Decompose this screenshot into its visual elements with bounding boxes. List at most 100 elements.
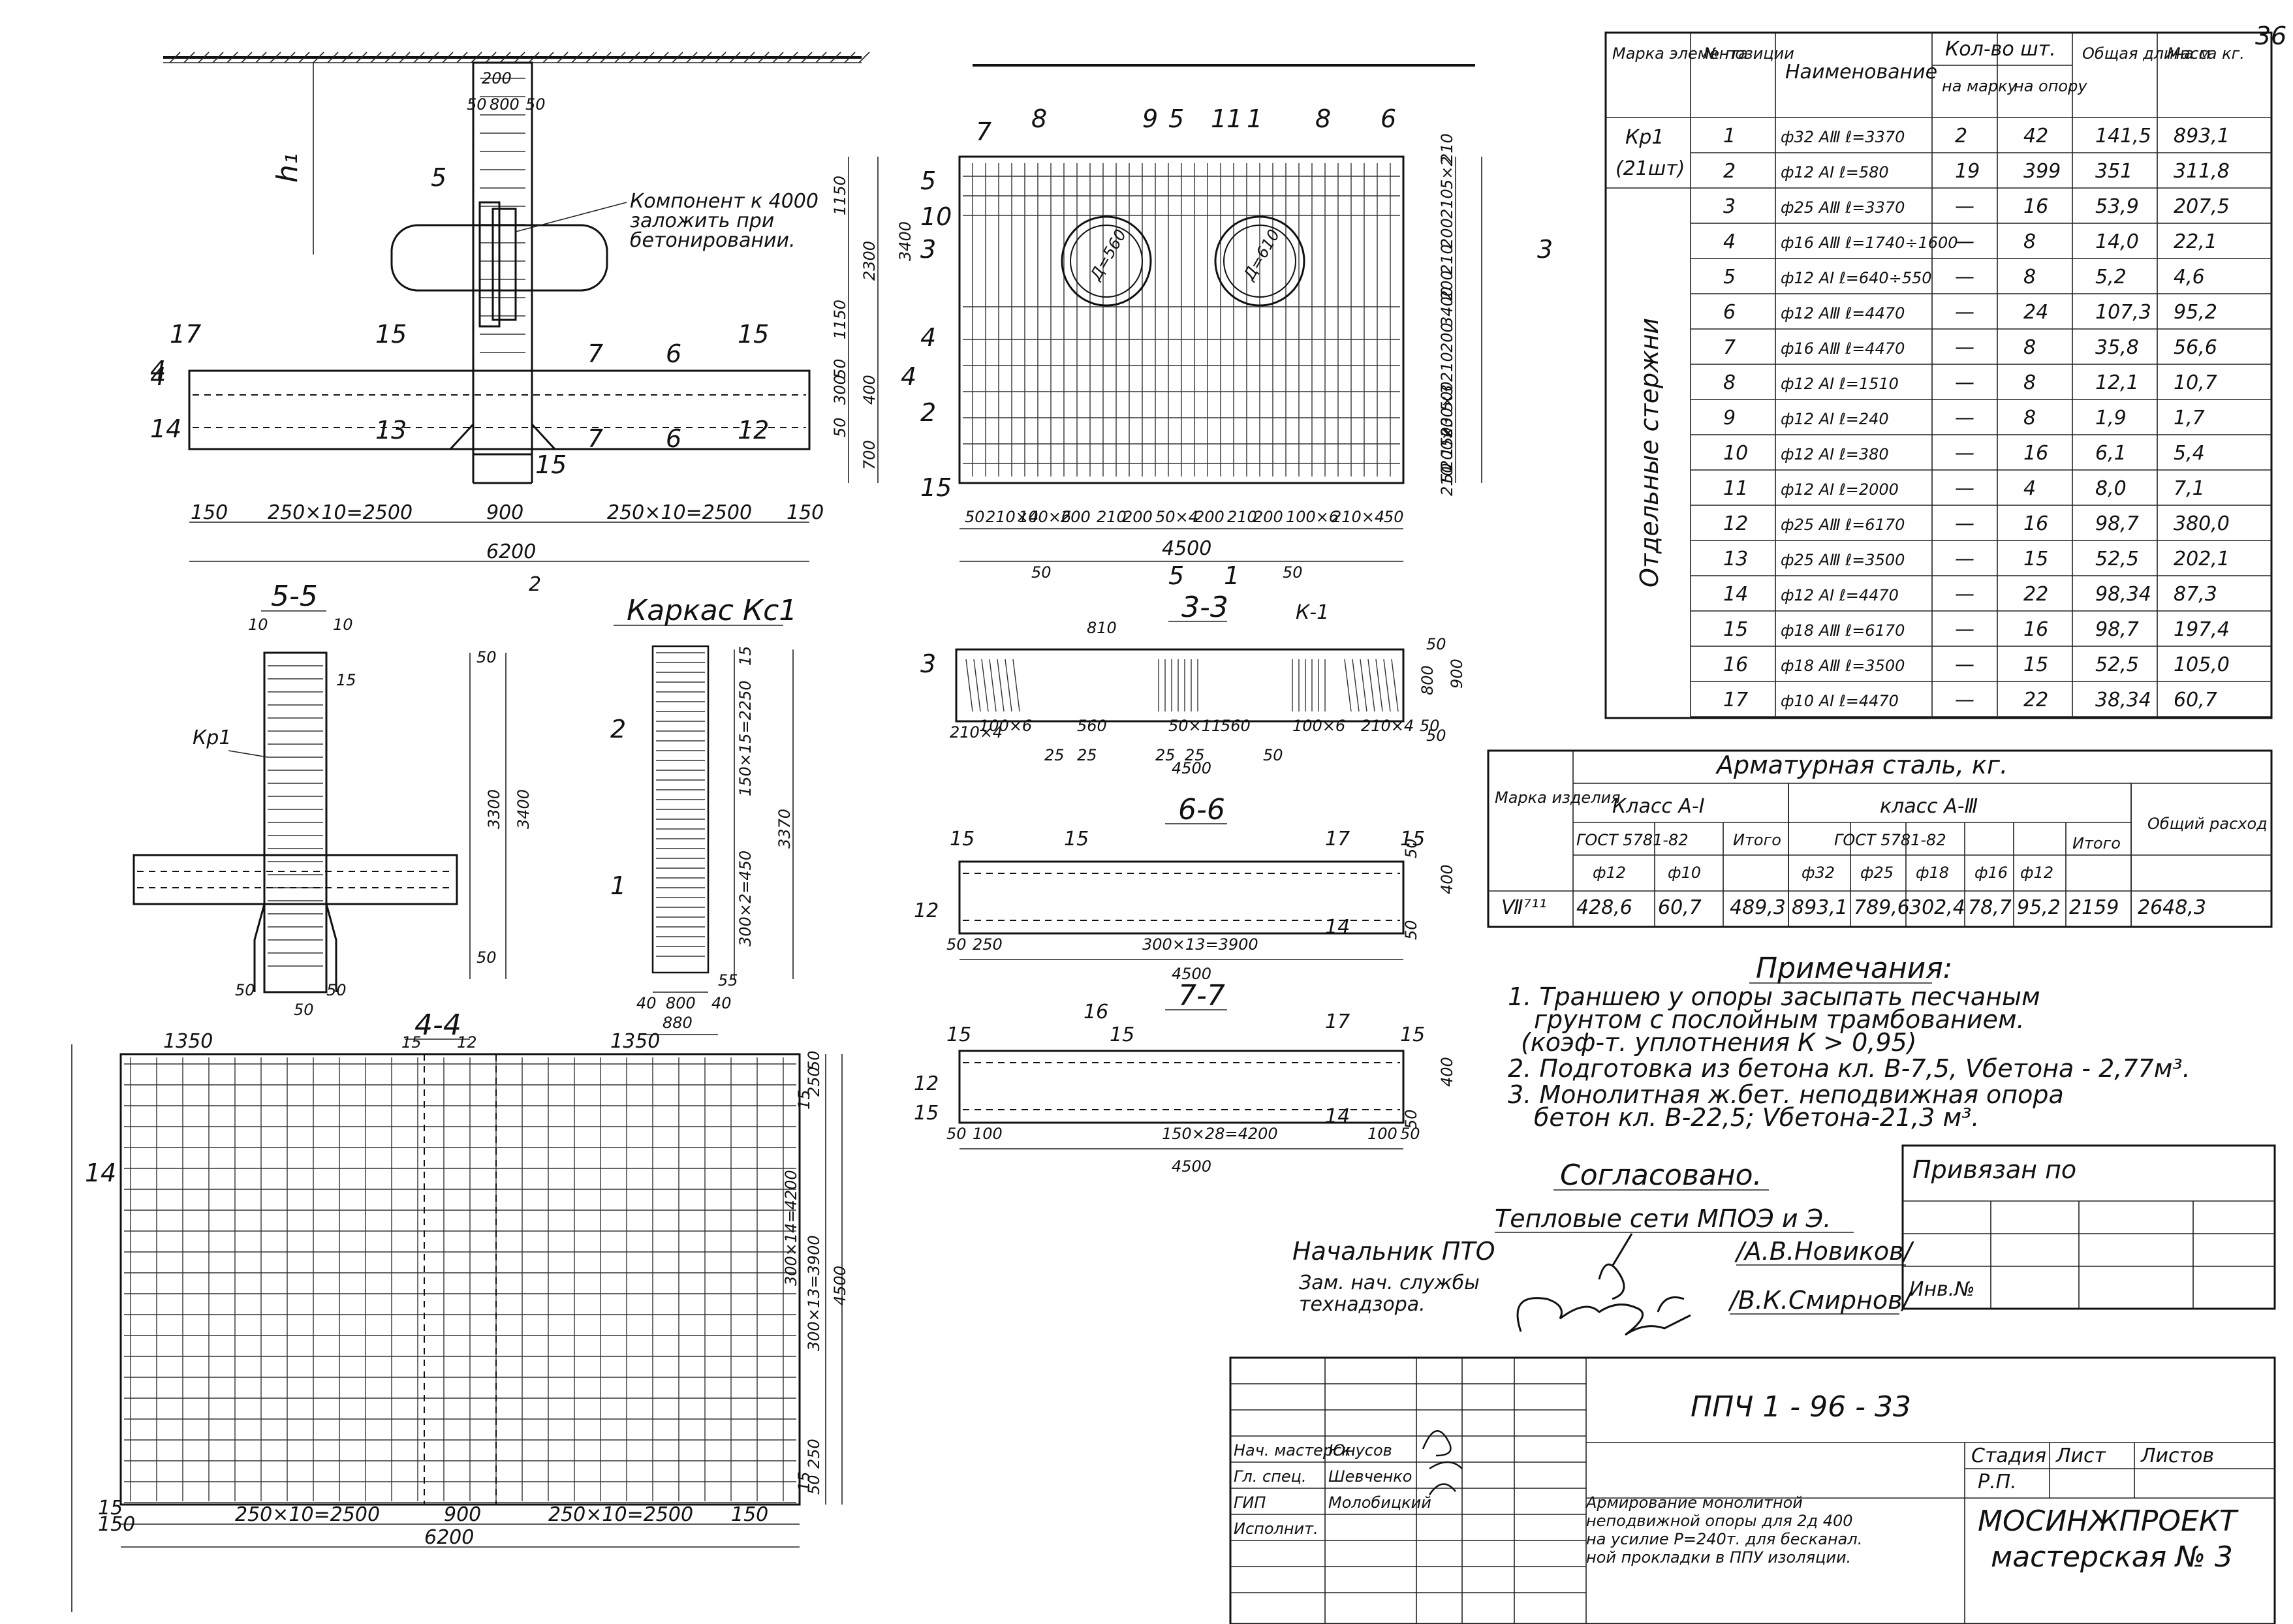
line xyxy=(298,52,310,63)
plan-total-width: 6200 xyxy=(486,540,536,563)
cell-name: ф12 АⅠ ℓ=640÷550 xyxy=(1781,269,1932,287)
dim-label: 40 xyxy=(636,994,657,1012)
dim-label: 50 xyxy=(1384,508,1404,526)
callout-label: 8 xyxy=(1031,104,1047,133)
dim-label: 150 xyxy=(731,1503,768,1526)
line xyxy=(514,52,525,63)
dim-label: 25 xyxy=(1185,746,1205,764)
dim-label: 50 xyxy=(946,1125,967,1143)
cell-name: ф25 АⅢ ℓ=6170 xyxy=(1781,516,1905,534)
slab-outline xyxy=(188,369,811,450)
cell-mass: 22,1 xyxy=(2174,230,2217,253)
dim-label: 210 xyxy=(1438,133,1456,163)
approval-name-2: /В.К.Смирнов/ xyxy=(1728,1286,1914,1315)
dim-label: 100 xyxy=(973,1125,1003,1143)
dim-label: 800 xyxy=(1418,665,1437,695)
dim-label: 300×13=3900 xyxy=(1142,935,1258,954)
line xyxy=(715,52,726,63)
cell-pos: 15 xyxy=(1723,618,1748,641)
approval-role-2b: технадзора. xyxy=(1299,1293,1426,1316)
callout-label: 15 xyxy=(946,1023,971,1046)
dim-label: 210 xyxy=(1438,189,1456,219)
dim-label: 250 xyxy=(805,1439,823,1469)
dim-label: 400 xyxy=(1438,1057,1456,1087)
dim-label: 3400 xyxy=(514,789,533,829)
callout-label: 15 xyxy=(950,828,975,851)
approval-block: Согласовано. Тепловые сети МПОЭ и Э. Нач… xyxy=(1292,1159,1915,1336)
callout-label: 2 xyxy=(920,398,936,427)
cell-pos: 11 xyxy=(1723,477,1748,500)
line xyxy=(1383,659,1391,712)
dim-label: 100×6 xyxy=(1018,508,1071,526)
steel-class-1: Класс А-Ⅰ xyxy=(1612,795,1705,818)
cell-mass: 95,2 xyxy=(2174,301,2217,324)
dim-label: 150 xyxy=(98,1513,135,1536)
dim-label: 900 xyxy=(486,501,523,524)
section-6-6-title: 6-6 xyxy=(1178,793,1225,826)
dim-label: 50 xyxy=(525,95,546,114)
steel-gost-1: ГОСТ 5781-82 xyxy=(1576,831,1689,849)
plan-section-2: 2 xyxy=(529,573,541,596)
callout-label: 6 xyxy=(666,339,681,368)
dim-label: 50 xyxy=(805,1050,823,1070)
line xyxy=(686,52,698,63)
callout-label: 12 xyxy=(457,1033,477,1052)
line xyxy=(772,52,784,63)
cell-qty-mark: — xyxy=(1955,266,1974,289)
cell-mass: 5,4 xyxy=(2174,442,2205,465)
stamp-org-2: мастерская № 3 xyxy=(1991,1540,2233,1574)
cell-qty-mark: — xyxy=(1955,689,1974,711)
cell-pos: 2 xyxy=(1723,160,1736,183)
karkas-title: Каркас Кс1 xyxy=(627,594,797,627)
dim-label: 250 xyxy=(805,1067,823,1097)
callout-label: 15 xyxy=(401,1033,422,1052)
line xyxy=(965,659,973,712)
callout-label: 5 xyxy=(920,166,936,195)
cell-name: ф12 АⅠ ℓ=4470 xyxy=(1781,586,1899,604)
pipe-flange xyxy=(478,201,501,328)
dim-label: 15 xyxy=(98,1497,123,1520)
col-header: № позиции xyxy=(1702,44,1794,63)
callout-label: 7 xyxy=(976,117,991,146)
dim-label: 5×2 xyxy=(1438,156,1456,189)
h1-label: h₁ xyxy=(271,153,304,183)
cell-qty-mark: — xyxy=(1955,195,1974,218)
cell-mass: 311,8 xyxy=(2174,160,2230,183)
dim-label: 15 xyxy=(795,1471,813,1491)
cell-mass: 56,6 xyxy=(2174,336,2217,359)
dim-label: 50 xyxy=(294,1001,314,1019)
cell-mass: 87,3 xyxy=(2174,583,2217,606)
cell-pos: 3 xyxy=(1723,195,1736,218)
dim-label: 50 xyxy=(1402,838,1420,858)
line xyxy=(370,52,382,63)
callout-label: 5 xyxy=(431,163,446,192)
cell-length: 98,7 xyxy=(2095,618,2139,641)
cell-name: ф25 АⅢ ℓ=3500 xyxy=(1781,551,1905,569)
dim-label: 25 xyxy=(1155,746,1176,764)
callout-label: 17 xyxy=(1325,1010,1350,1033)
dim-label: 300×13=3900 xyxy=(805,1235,823,1351)
dim-label: 3400 xyxy=(1438,287,1456,326)
cell-name: ф16 АⅢ ℓ=4470 xyxy=(1781,339,1905,358)
steel-class-3: класс А-Ⅲ xyxy=(1880,795,1978,818)
cell-mass: 893,1 xyxy=(2174,125,2230,148)
dim-label: 50 xyxy=(476,648,497,666)
cell-pos: 5 xyxy=(1723,266,1736,289)
cell-pos: 1 xyxy=(1723,125,1736,148)
dim-label: 55 xyxy=(718,971,738,990)
approval-org: Тепловые сети МПОЭ и Э. xyxy=(1495,1204,1831,1233)
front-total-width: 4500 xyxy=(1162,537,1211,560)
line xyxy=(1005,659,1012,712)
svg-text:заложить при: заложить при xyxy=(630,210,774,232)
sec55-kp: Кр1 xyxy=(193,726,231,749)
callout-label: 15 xyxy=(1110,1023,1134,1046)
binding-box: Привязан по Инв.№ xyxy=(1901,1144,2276,1310)
cell-qty-mark: — xyxy=(1955,653,1974,676)
callout-label: 3 xyxy=(920,235,936,264)
dim-label: 1350 xyxy=(610,1030,660,1053)
dim-label: 800 xyxy=(490,95,520,114)
